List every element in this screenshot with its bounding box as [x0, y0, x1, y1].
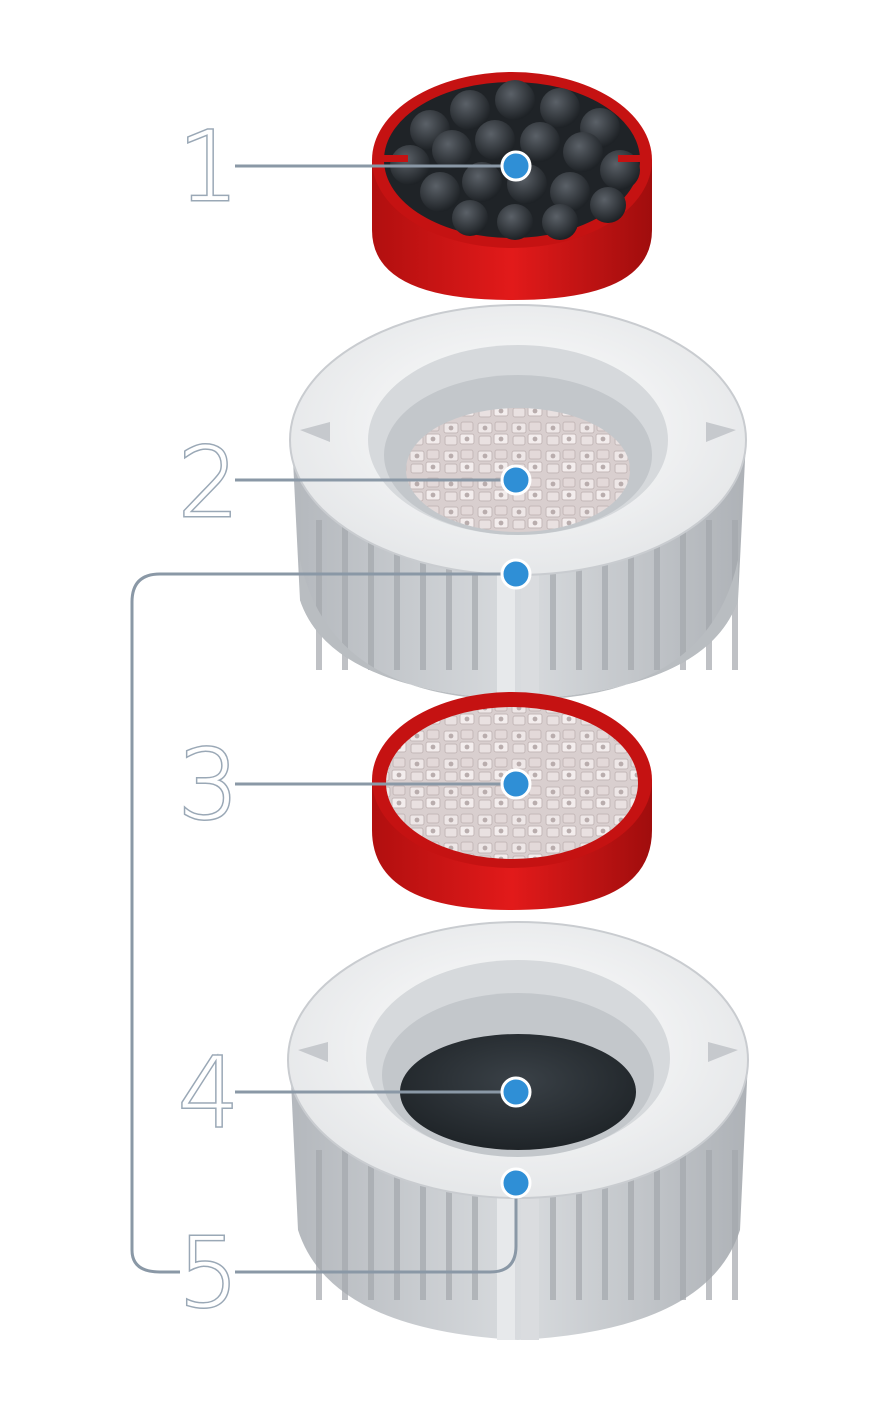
- label-4: 4: [178, 1037, 239, 1149]
- ceramic-rings-tray: [289, 304, 747, 700]
- foam-texture: [390, 80, 640, 240]
- markers: [500, 150, 532, 1199]
- label-1: 1: [178, 111, 239, 223]
- marker-4: [500, 1076, 532, 1108]
- marker-1: [500, 150, 532, 182]
- marker-5: [500, 1167, 532, 1199]
- label-5: 5: [178, 1217, 239, 1329]
- label-3: 3: [178, 729, 239, 841]
- foam-sponge-basket: [372, 72, 652, 300]
- leader-line-5: [235, 1183, 518, 1274]
- leader-lines: [130, 164, 518, 1274]
- marker-3: [500, 768, 532, 800]
- label-2: 2: [178, 427, 239, 539]
- number-labels: 1 2 3 4 5: [177, 110, 241, 1331]
- marker-2b: [500, 558, 532, 590]
- carbon-pad-tray: [287, 921, 749, 1340]
- ceramic-rings-basket: [372, 692, 652, 910]
- marker-2: [500, 464, 532, 496]
- leader-line-bracket: [130, 572, 516, 1274]
